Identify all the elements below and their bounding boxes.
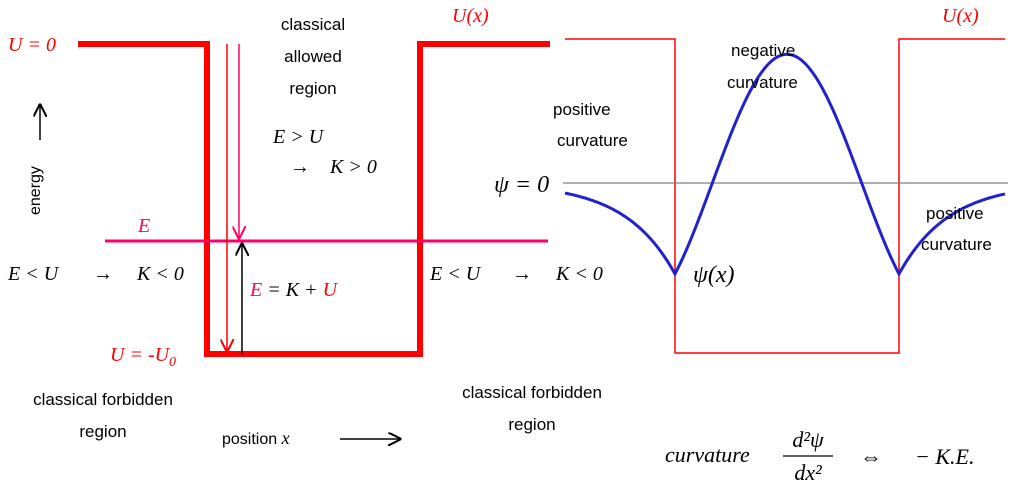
forbidden-right-line-2: region (508, 415, 555, 434)
u-min-label: U = -U0 (110, 344, 176, 370)
inside-arrow: → (290, 156, 310, 178)
negative-curvature-2: curvature (727, 73, 798, 92)
eq-e: E (249, 279, 262, 301)
position-label: position x (222, 428, 290, 448)
outside-left-condition-2: K < 0 (136, 263, 184, 285)
forbidden-right-line-1: classical forbidden (462, 383, 602, 402)
negative-curvature-1: negative (731, 41, 795, 60)
allowed-region-line-1: classical (281, 15, 345, 34)
right-potential-outline (565, 38, 1005, 354)
eq-mid: = K + (262, 279, 322, 301)
energy-equation: E = K + U (249, 279, 339, 301)
positive-curvature-right-1: positive (926, 204, 984, 223)
forbidden-left-line-2: region (79, 422, 126, 441)
inside-condition-1: E > U (272, 126, 325, 148)
positive-curvature-left-2: curvature (557, 131, 628, 150)
formula-equivalence: ⇔ (860, 444, 882, 469)
allowed-region-line-2: allowed (284, 47, 342, 66)
formula-rhs: − K.E. (915, 444, 974, 469)
forbidden-left-line-1: classical forbidden (33, 390, 173, 409)
outside-right-condition-1: E < U (429, 263, 482, 285)
outside-left-condition-1: E < U (7, 263, 60, 285)
position-var: x (281, 428, 290, 448)
formula-curvature-word: curvature (665, 442, 750, 467)
u-x-label-left: U(x) (452, 5, 489, 27)
allowed-region-line-3: region (289, 79, 336, 98)
positive-curvature-right-2: curvature (921, 235, 992, 254)
u-min-subscript: 0 (169, 355, 176, 370)
wavefunction-curve (564, 52, 1006, 278)
psi-x-label: ψ(x) (693, 262, 735, 288)
outside-left-arrow: → (93, 263, 113, 285)
potential-well-outline (78, 41, 550, 357)
inside-condition-2: K > 0 (329, 156, 377, 178)
formula-numerator: d²ψ (792, 427, 824, 452)
position-word: position (222, 431, 277, 448)
positive-curvature-left-1: positive (553, 100, 611, 119)
energy-label: E (137, 215, 150, 237)
outside-right-arrow: → (512, 263, 532, 285)
eq-u: U (323, 279, 339, 301)
formula-denominator: dx² (794, 460, 822, 485)
energy-axis-label: energy (27, 166, 44, 215)
u-zero-label: U = 0 (8, 34, 56, 56)
u-min-prefix: U = -U (110, 344, 171, 366)
psi-zero-label: ψ = 0 (494, 172, 549, 198)
u-x-label-right: U(x) (942, 5, 979, 27)
outside-right-condition-2: K < 0 (555, 263, 603, 285)
